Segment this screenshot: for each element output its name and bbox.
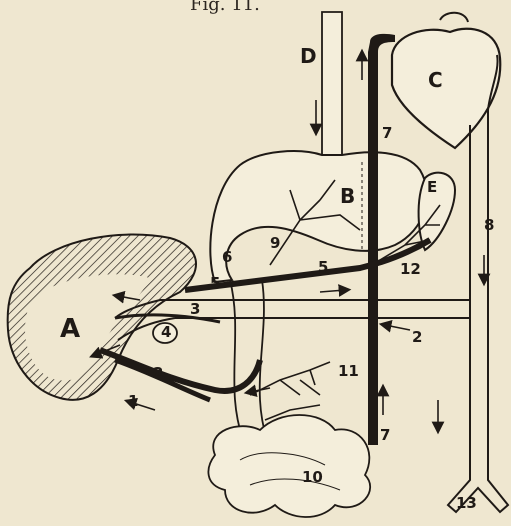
label-10: 10	[302, 470, 323, 485]
label-9: 9	[270, 236, 280, 251]
label-5b: 5	[318, 260, 328, 275]
vessel-2	[160, 300, 470, 318]
label-4: 4	[161, 325, 171, 340]
label-3: 3	[190, 302, 200, 317]
label-2b: 2	[412, 330, 422, 345]
label-11: 11	[338, 364, 359, 379]
label-8: 8	[484, 218, 494, 233]
organ-intestines-10	[208, 415, 370, 517]
label-6: 6	[222, 250, 232, 265]
label-a: A	[60, 316, 80, 342]
label-c: C	[428, 70, 443, 90]
label-d: D	[300, 46, 317, 66]
organ-c-heart	[392, 29, 500, 148]
label-b: B	[340, 186, 355, 206]
label-1: 1	[128, 394, 138, 409]
label-7a: 7	[382, 126, 392, 141]
label-5a: 5	[210, 276, 220, 291]
label-2a: 2	[153, 366, 163, 381]
label-7b: 7	[380, 428, 390, 443]
branches-11	[250, 362, 330, 420]
vessel-8	[448, 110, 508, 512]
label-e: E	[427, 180, 437, 195]
label-12: 12	[400, 262, 421, 277]
label-13: 13	[456, 496, 477, 511]
